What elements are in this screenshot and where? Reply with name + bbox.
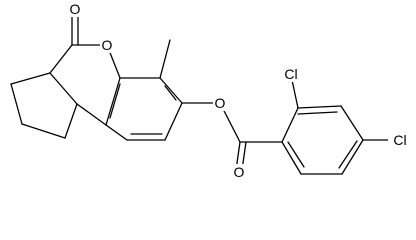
svg-text:O: O — [70, 1, 81, 17]
atom-chlorine-para: Cl — [388, 132, 412, 148]
bond — [281, 141, 302, 175]
bond — [338, 140, 358, 169]
bond — [159, 39, 171, 79]
bond — [281, 107, 299, 143]
bond — [159, 77, 183, 104]
atoms-layer: O O O O Cl Cl — [68, 1, 412, 180]
bond — [105, 124, 128, 141]
svg-text:O: O — [234, 164, 245, 180]
svg-text:O: O — [102, 37, 113, 53]
bond — [49, 72, 78, 105]
bond — [297, 105, 342, 109]
bond — [164, 85, 177, 101]
bond — [109, 83, 121, 119]
bond — [64, 103, 78, 139]
bond — [76, 103, 107, 126]
molecule-diagram: O O O O Cl Cl — [10, 1, 412, 180]
svg-text:Cl: Cl — [393, 132, 406, 148]
atom-ring-oxygen: O — [100, 37, 114, 53]
svg-text:Cl: Cl — [284, 66, 297, 82]
bond — [340, 105, 364, 141]
atom-ester-oxygen: O — [213, 95, 227, 111]
structure-canvas: O O O O Cl Cl — [10, 1, 412, 180]
atom-ester-carbonyl-oxygen: O — [232, 164, 246, 180]
atom-chlorine-ortho: Cl — [279, 66, 303, 82]
bond — [287, 141, 305, 168]
bond — [21, 123, 66, 139]
bond — [10, 72, 51, 85]
bond — [49, 44, 73, 74]
svg-text:O: O — [215, 95, 226, 111]
bond — [341, 139, 364, 175]
bond — [164, 102, 183, 141]
atom-carbonyl-oxygen: O — [68, 1, 82, 17]
bond — [10, 83, 23, 125]
bonds-layer — [10, 7, 393, 175]
bond — [297, 111, 338, 115]
bond — [105, 77, 121, 126]
bond — [291, 79, 299, 109]
